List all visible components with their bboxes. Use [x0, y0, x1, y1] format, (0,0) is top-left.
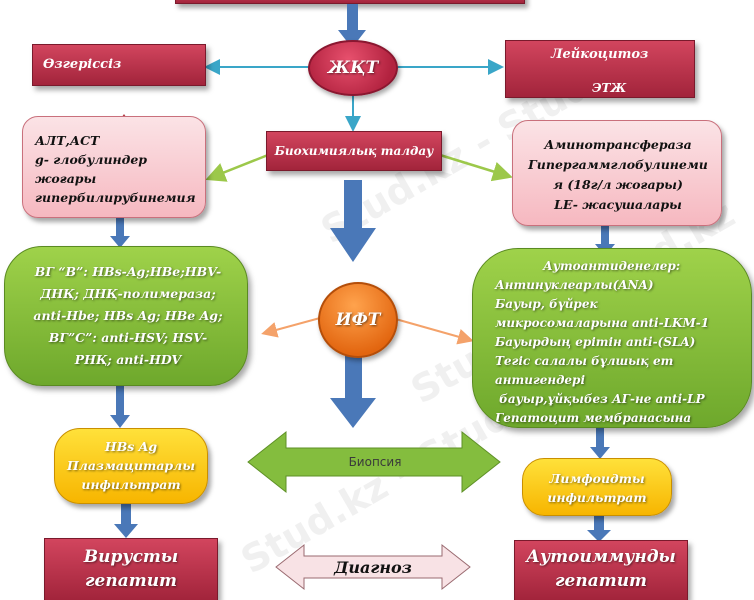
- arrow-ift-right: [391, 317, 474, 345]
- right-markers-line-5: Бауырдың ерітін anti-(SLA): [495, 335, 696, 349]
- left-markers-line-3: anti-Hbe; HBs Ag; HBe Ag;: [33, 308, 223, 323]
- left-biochem-line-4: гипербилирубинемия: [35, 190, 196, 205]
- left-biochem-box: АЛТ,АСТ g- глобулиндер жоғары гипербилир…: [22, 116, 206, 218]
- autoimmune-hepatitis-line-2: гепатит: [554, 571, 648, 591]
- left-biopsy-line-2: Плазмацитарлы: [66, 458, 196, 473]
- left-biopsy-line-1: HBs Ag: [104, 439, 158, 454]
- arrow-ift-left: [261, 317, 321, 338]
- right-biochem-line-3: я (18г/л жоғары): [553, 177, 683, 192]
- left-markers-box: ВГ “В”: HBs-Ag;HBe;HBV- ДНҚ; ДНҚ-полимер…: [4, 246, 248, 386]
- biochem-box: Биохимиялық талдау: [266, 131, 442, 171]
- right-biochem-line-1: Аминотрансфераза: [544, 137, 692, 152]
- biopsy-double-arrow: [247, 430, 501, 494]
- right-markers-line-4: микросомаларына anti-LKM-1: [495, 316, 710, 330]
- right-biopsy-line-1: Лимфоидты: [549, 471, 645, 486]
- right-biochem-line-2: Гипергаммглобулинеми: [528, 157, 708, 172]
- arrow-left-3: [114, 503, 138, 538]
- biochem-label: Биохимиялық талдау: [274, 144, 434, 158]
- right-markers-line-9: Гепатоцит мембранасына: [495, 411, 692, 425]
- leukocytosis-label: Лейкоцитоз: [551, 47, 649, 62]
- autoimmune-hepatitis-box: Аутоиммунды гепатит: [514, 540, 688, 600]
- right-markers-line-1: Аутоантиденелер:: [543, 259, 681, 273]
- arrow-left-1: [110, 217, 130, 248]
- unchanged-box: Өзгеріссіз: [32, 44, 206, 86]
- left-biopsy-line-3: инфильтрат: [81, 477, 181, 492]
- arrow-top-to-gbt: [338, 4, 366, 48]
- ift-node: ИФТ: [318, 282, 398, 358]
- right-markers-line-8: бауыр,ұйқыбез АГ-не anti-LP: [495, 392, 705, 406]
- right-biopsy-box: Лимфоидты инфильтрат: [522, 458, 672, 516]
- right-markers-line-3: Бауыр, бүйрек: [495, 297, 598, 311]
- arrow-biochem-right: [439, 153, 513, 182]
- esr-label: ЭТЖ: [592, 81, 627, 95]
- left-markers-line-4: ВГ”С”: anti-HSV; HSV-: [48, 330, 208, 345]
- arrow-left-2: [110, 384, 130, 428]
- general-blood-test-label: ЖҚТ: [327, 58, 379, 78]
- arrow-right-2: [590, 426, 610, 459]
- ift-label: ИФТ: [335, 310, 381, 330]
- autoimmune-hepatitis-line-1: Аутоиммунды: [526, 547, 676, 567]
- left-biochem-line-2: g- глобулиндер: [35, 152, 148, 167]
- top-box: [175, 0, 525, 4]
- left-biochem-line-3: жоғары: [35, 171, 97, 186]
- viral-hepatitis-line-2: гепатит: [84, 571, 178, 591]
- right-markers-box: Аутоантиденелер: Антинуклеарлы(ANA) Бауы…: [472, 248, 752, 428]
- viral-hepatitis-line-1: Вирусты: [83, 547, 179, 567]
- right-markers-line-6: Тегіс салалы бұлшық ет: [495, 354, 674, 368]
- diagnosis-label-wrap: Диагноз: [306, 556, 440, 578]
- left-biochem-line-1: АЛТ,АСТ: [35, 133, 100, 148]
- biopsy-label: Биопсия: [348, 455, 402, 469]
- arrow-biochem-left: [205, 153, 269, 182]
- arrow-right-3: [587, 514, 611, 542]
- leukocytosis-box: Лейкоцитоз ЭТЖ: [505, 40, 695, 98]
- right-biopsy-line-2: инфильтрат: [547, 490, 647, 505]
- general-blood-test-node: ЖҚТ: [308, 40, 398, 96]
- left-markers-line-2: ДНҚ; ДНҚ-полимераза;: [40, 286, 216, 301]
- diagnosis-double-arrow: [275, 543, 471, 591]
- right-markers-line-7: антигендері: [495, 373, 586, 387]
- right-biochem-line-4: LE- жасушалары: [554, 197, 682, 212]
- viral-hepatitis-box: Вирусты гепатит: [44, 538, 218, 600]
- arrow-biochem-to-ift: [330, 180, 376, 262]
- right-markers-line-2: Антинуклеарлы(ANA): [495, 278, 654, 292]
- arrow-ift-down: [330, 354, 376, 428]
- unchanged-label: Өзгеріссіз: [43, 57, 122, 72]
- biopsy-label-wrap: Биопсия: [300, 448, 450, 476]
- diagnosis-label: Диагноз: [334, 557, 412, 577]
- left-biopsy-box: HBs Ag Плазмацитарлы инфильтрат: [54, 428, 208, 504]
- left-markers-line-5: РНҚ; anti-HDV: [74, 352, 182, 367]
- left-markers-line-1: ВГ “В”: HBs-Ag;HBe;HBV-: [34, 264, 222, 279]
- right-biochem-box: Аминотрансфераза Гипергаммглобулинеми я …: [512, 120, 722, 226]
